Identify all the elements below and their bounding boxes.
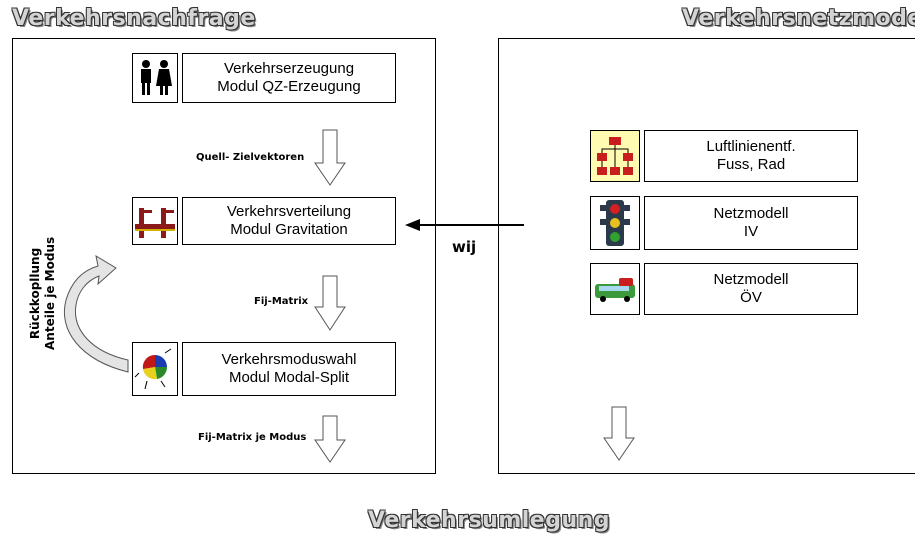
flow-label-wij: wij xyxy=(452,238,477,256)
flow-label-vectors: Quell- Zielvektoren xyxy=(196,152,305,163)
flow-arrow-down-3 xyxy=(314,415,346,463)
flow-label-matrix-mode: Fij-Matrix je Modus xyxy=(198,432,307,443)
people-icon xyxy=(132,53,178,103)
network-model-air: Luftlinienentf. Fuss, Rad xyxy=(644,130,858,182)
step-mode-choice-line2: Modul Modal-Split xyxy=(228,369,350,386)
feedback-arrow xyxy=(64,254,129,373)
step-generation-line2: Modul QZ-Erzeugung xyxy=(217,78,361,95)
step-mode-choice: Verkehrsmoduswahl Modul Modal-Split xyxy=(182,342,396,396)
network-model-ov-line1: Netzmodell xyxy=(713,271,789,288)
network-model-iv: Netzmodell IV xyxy=(644,196,858,250)
network-model-ov: Netzmodell ÖV xyxy=(644,263,858,315)
step-distribution-line1: Verkehrsverteilung xyxy=(226,203,352,220)
flow-label-matrix: Fij-Matrix xyxy=(254,296,309,307)
gravitation-icon xyxy=(132,197,178,245)
heading-network: Verkehrsnetzmodell xyxy=(682,6,915,31)
pie-chart-icon xyxy=(132,342,178,396)
heading-assignment: Verkehrsumlegung xyxy=(368,508,611,533)
demand-panel xyxy=(12,38,436,474)
traffic-light-icon xyxy=(590,196,640,250)
wij-arrow-head xyxy=(405,219,420,231)
bus-icon xyxy=(590,263,640,315)
network-model-air-line1: Luftlinienentf. xyxy=(706,138,796,155)
flow-arrow-down-1 xyxy=(314,129,346,186)
step-generation-line1: Verkehrserzeugung xyxy=(223,60,355,77)
network-panel xyxy=(498,38,915,474)
step-distribution: Verkehrsverteilung Modul Gravitation xyxy=(182,197,396,245)
step-mode-choice-line1: Verkehrsmoduswahl xyxy=(221,351,357,368)
network-graph-icon xyxy=(590,130,640,182)
network-model-iv-line2: IV xyxy=(743,223,759,240)
network-model-iv-line1: Netzmodell xyxy=(713,205,789,222)
network-model-ov-line2: ÖV xyxy=(740,289,762,306)
step-generation: Verkehrserzeugung Modul QZ-Erzeugung xyxy=(182,53,396,103)
network-model-air-line2: Fuss, Rad xyxy=(716,156,786,173)
flow-arrow-down-2 xyxy=(314,275,346,331)
step-distribution-line2: Modul Gravitation xyxy=(230,221,348,238)
flow-arrow-down-network xyxy=(603,406,635,461)
heading-demand: Verkehrsnachfrage xyxy=(12,6,256,31)
